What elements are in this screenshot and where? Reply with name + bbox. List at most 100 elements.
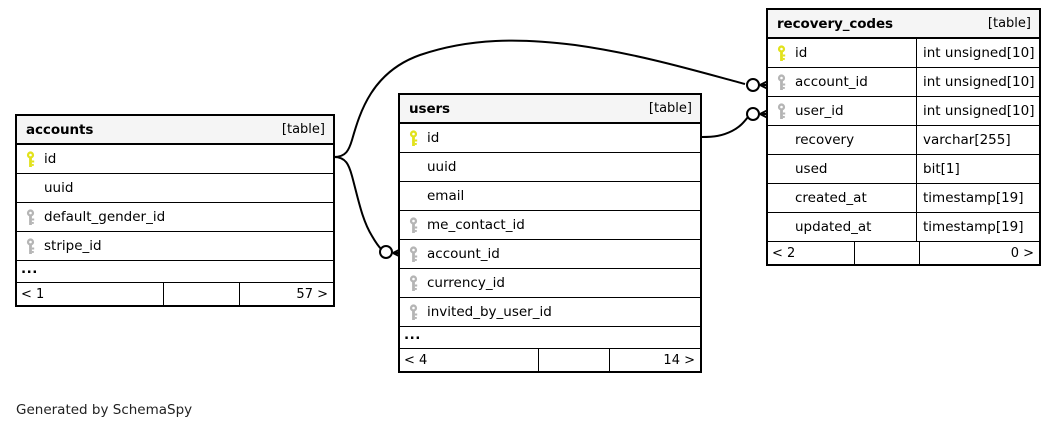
column-label: email <box>427 188 465 204</box>
no-key-spacer <box>775 126 795 154</box>
table-header-users: users [table] <box>400 95 700 124</box>
column-type: varchar[255] <box>916 126 1039 154</box>
table-row[interactable]: uuid <box>17 174 333 203</box>
table-row[interactable]: id <box>17 145 333 174</box>
table-title: users <box>409 100 450 117</box>
column-name-cell: user_id <box>768 97 916 125</box>
no-key-spacer <box>775 184 795 212</box>
primary-key-icon <box>775 39 795 67</box>
foreign-key-icon <box>407 298 427 326</box>
table-row[interactable]: account_id int unsigned[10] <box>768 68 1039 97</box>
column-name-cell: uuid <box>400 153 700 181</box>
column-label: updated_at <box>795 219 872 235</box>
table-accounts[interactable]: accounts [table] id u <box>15 114 335 307</box>
table-title: accounts <box>26 121 94 138</box>
column-name-cell: id <box>17 145 333 173</box>
child-relations-count[interactable]: 0 > <box>1010 245 1034 261</box>
parent-relations-count[interactable]: < 1 <box>21 286 45 302</box>
table-row[interactable]: used bit[1] <box>768 155 1039 184</box>
column-label: user_id <box>795 103 844 119</box>
table-row[interactable]: me_contact_id <box>400 211 700 240</box>
column-label: used <box>795 161 828 177</box>
column-name-cell: stripe_id <box>17 232 333 260</box>
column-label: account_id <box>427 246 500 262</box>
column-name-cell: updated_at <box>768 213 916 241</box>
table-row[interactable]: email <box>400 182 700 211</box>
more-columns-indicator: ... <box>400 327 700 349</box>
child-relations-count[interactable]: 57 > <box>296 286 328 302</box>
column-label: id <box>427 130 440 146</box>
ellipsis-label: ... <box>21 260 38 277</box>
footer-middle-cell <box>163 283 240 305</box>
primary-key-icon <box>407 124 427 152</box>
column-label: invited_by_user_id <box>427 304 552 320</box>
table-header-accounts: accounts [table] <box>17 116 333 145</box>
no-key-spacer <box>407 182 427 210</box>
table-title: recovery_codes <box>777 15 893 32</box>
table-users[interactable]: users [table] id uuid <box>398 93 702 373</box>
table-header-recovery-codes: recovery_codes [table] <box>768 10 1039 39</box>
column-label: recovery <box>795 132 855 148</box>
table-row[interactable]: id int unsigned[10] <box>768 39 1039 68</box>
footer-middle-cell <box>538 349 610 371</box>
column-type: int unsigned[10] <box>916 68 1039 96</box>
edge-users-id-to-recovery-codes-user-id <box>701 107 773 138</box>
table-row[interactable]: default_gender_id <box>17 203 333 232</box>
table-row[interactable]: currency_id <box>400 269 700 298</box>
child-relations-count[interactable]: 14 > <box>663 352 695 368</box>
edge-accounts-id-to-users-account-id <box>333 156 406 260</box>
column-label: default_gender_id <box>44 209 166 225</box>
column-name-cell: recovery <box>768 126 916 154</box>
table-row[interactable]: user_id int unsigned[10] <box>768 97 1039 126</box>
table-recovery-codes[interactable]: recovery_codes [table] id int unsigned[1… <box>766 8 1041 266</box>
column-label: id <box>44 151 57 167</box>
column-type: timestamp[19] <box>916 184 1039 212</box>
column-label: uuid <box>427 159 457 175</box>
column-name-cell: uuid <box>17 174 333 202</box>
table-footer-recovery-codes: < 2 0 > <box>768 242 1039 264</box>
column-type: int unsigned[10] <box>916 97 1039 125</box>
more-columns-indicator: ... <box>17 261 333 283</box>
table-footer-users: < 4 14 > <box>400 349 700 371</box>
foreign-key-icon <box>24 203 44 231</box>
column-type: bit[1] <box>916 155 1039 183</box>
table-row[interactable]: uuid <box>400 153 700 182</box>
table-type-tag: [table] <box>281 122 325 137</box>
primary-key-icon <box>24 145 44 173</box>
foreign-key-icon <box>407 211 427 239</box>
no-key-spacer <box>775 155 795 183</box>
table-row[interactable]: account_id <box>400 240 700 269</box>
column-name-cell: account_id <box>400 240 700 268</box>
column-name-cell: me_contact_id <box>400 211 700 239</box>
column-label: account_id <box>795 74 868 90</box>
table-row[interactable]: id <box>400 124 700 153</box>
table-footer-accounts: < 1 57 > <box>17 283 333 305</box>
column-name-cell: email <box>400 182 700 210</box>
column-label: me_contact_id <box>427 217 525 233</box>
generator-credit: Generated by SchemaSpy <box>16 402 193 418</box>
column-type: int unsigned[10] <box>916 39 1039 67</box>
no-key-spacer <box>775 213 795 241</box>
column-label: stripe_id <box>44 238 102 254</box>
table-row[interactable]: created_at timestamp[19] <box>768 184 1039 213</box>
column-name-cell: id <box>768 39 916 67</box>
column-name-cell: used <box>768 155 916 183</box>
column-name-cell: default_gender_id <box>17 203 333 231</box>
column-name-cell: created_at <box>768 184 916 212</box>
column-label: id <box>795 45 808 61</box>
foreign-key-icon <box>407 240 427 268</box>
table-row[interactable]: updated_at timestamp[19] <box>768 213 1039 242</box>
parent-relations-count[interactable]: < 4 <box>404 352 428 368</box>
foreign-key-icon <box>775 97 795 125</box>
no-key-spacer <box>407 153 427 181</box>
table-row[interactable]: recovery varchar[255] <box>768 126 1039 155</box>
table-row[interactable]: stripe_id <box>17 232 333 261</box>
parent-relations-count[interactable]: < 2 <box>772 245 796 261</box>
no-key-spacer <box>24 174 44 202</box>
table-row[interactable]: invited_by_user_id <box>400 298 700 327</box>
column-type: timestamp[19] <box>916 213 1039 241</box>
column-name-cell: currency_id <box>400 269 700 297</box>
table-type-tag: [table] <box>648 101 692 116</box>
column-label: uuid <box>44 180 74 196</box>
